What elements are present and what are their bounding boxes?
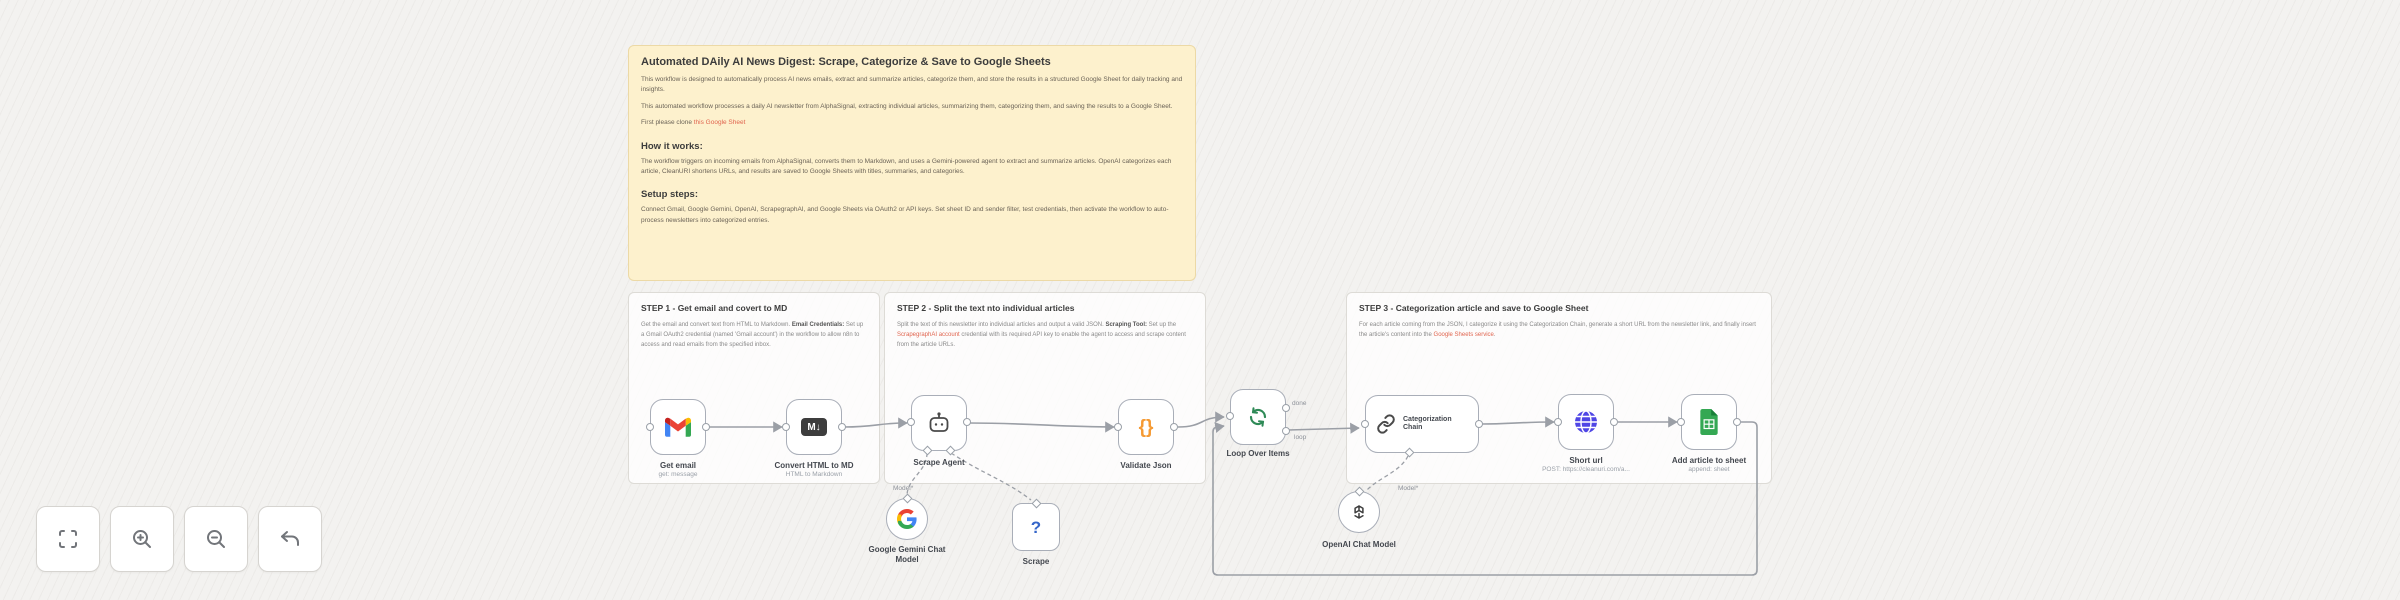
markdown-icon: M↓ <box>801 418 827 436</box>
node-label-gemini: Google Gemini Chat Model <box>868 545 946 564</box>
zoom-to-fit-icon <box>59 530 77 548</box>
setup-steps-body: Connect Gmail, Google Gemini, OpenAI, Sc… <box>641 206 1169 224</box>
node-get-email[interactable] <box>646 399 710 455</box>
loop-icon <box>1249 407 1267 427</box>
input-port[interactable] <box>646 423 654 431</box>
note-paragraph-3: First please clone this Google Sheet <box>641 119 746 127</box>
step1-body: Get the email and convert text from HTML… <box>641 322 864 348</box>
input-port[interactable] <box>1226 412 1234 420</box>
node-short-url[interactable] <box>1554 394 1618 450</box>
sticky-note-step1[interactable]: STEP 1 - Get email and covert to MD Get … <box>628 292 880 484</box>
chain-icon <box>1377 414 1395 434</box>
node-label-validate-json: Validate Json <box>1120 461 1172 470</box>
output-port-done[interactable] <box>1282 404 1290 412</box>
sticky-note-overview[interactable]: Automated DAily AI News Digest: Scrape, … <box>628 45 1196 281</box>
node-sub-convert: HTML to Markdown <box>785 471 843 478</box>
step3-title: STEP 3 - Categorization article and save… <box>1359 303 1589 313</box>
input-port[interactable] <box>1677 418 1685 426</box>
model-connection-label: Model* <box>893 485 914 492</box>
node-loop-over-items[interactable] <box>1226 389 1290 445</box>
google-sheet-link[interactable]: this Google Sheet <box>693 119 746 127</box>
node-sub-short-url: POST: https://cleanuri.com/a... <box>1542 466 1630 473</box>
node-label-loop: Loop Over Items <box>1226 449 1290 458</box>
node-label-convert: Convert HTML to MD <box>774 461 854 470</box>
node-label-get-email: Get email <box>659 461 697 470</box>
how-it-works-heading: How it works: <box>641 140 703 152</box>
setup-steps-heading: Setup steps: <box>641 189 699 201</box>
input-port[interactable] <box>1361 420 1369 428</box>
node-google-gemini-chat-model[interactable] <box>886 493 928 540</box>
chain-node-title: Categorization Chain <box>1403 415 1452 431</box>
note-paragraph-1: This workflow is designed to automatical… <box>641 76 1183 94</box>
output-port[interactable] <box>702 423 710 431</box>
node-label-short-url: Short url <box>1569 456 1603 465</box>
output-port[interactable] <box>1475 420 1483 428</box>
input-port[interactable] <box>782 423 790 431</box>
braces-icon: {} <box>1138 416 1154 438</box>
model-connection-label: Model* <box>1398 485 1419 492</box>
gmail-icon <box>665 417 691 437</box>
zoom-out-icon <box>207 530 225 548</box>
robot-icon <box>929 412 949 432</box>
output-port[interactable] <box>1733 418 1741 426</box>
node-convert-html-to-md[interactable]: M↓ <box>782 399 846 455</box>
input-port[interactable] <box>1554 418 1562 426</box>
note-paragraph-2: This automated workflow processes a dail… <box>641 102 1173 110</box>
node-label-unknown-tool: Scrape <box>1022 557 1050 566</box>
output-port[interactable] <box>963 418 971 426</box>
step3-body: For each article coming from the JSON, I… <box>1359 322 1756 338</box>
scrapegraph-account-link[interactable]: ScrapegraphAI account <box>897 331 960 338</box>
zoom-out-button[interactable] <box>184 506 248 572</box>
undo-icon <box>281 531 299 546</box>
openai-icon <box>1354 505 1364 519</box>
node-label-openai: OpenAI Chat Model <box>1322 540 1396 549</box>
node-openai-chat-model[interactable] <box>1338 486 1380 533</box>
node-scrape-agent[interactable] <box>907 395 971 456</box>
question-mark-icon: ? <box>1030 517 1042 537</box>
node-label-scrape-agent: Scrape Agent <box>913 458 965 467</box>
google-sheets-icon <box>1700 409 1718 435</box>
done-connection-label: done <box>1292 400 1307 407</box>
step2-body: Split the text of this newsletter into i… <box>897 322 1186 348</box>
output-port-loop[interactable] <box>1282 427 1290 435</box>
note-title: Automated DAily AI News Digest: Scrape, … <box>641 56 1051 68</box>
canvas-controls <box>36 506 322 572</box>
zoom-in-icon <box>133 530 151 548</box>
globe-icon <box>1575 410 1597 434</box>
node-unknown-tool[interactable]: ? <box>1012 498 1060 551</box>
output-port[interactable] <box>838 423 846 431</box>
output-port[interactable] <box>1610 418 1618 426</box>
input-port[interactable] <box>907 418 915 426</box>
node-sub-add-sheet: append: sheet <box>1688 466 1730 473</box>
node-categorization-chain[interactable]: Categorization Chain <box>1361 395 1483 458</box>
input-port[interactable] <box>1114 423 1122 431</box>
step1-title: STEP 1 - Get email and covert to MD <box>641 303 788 313</box>
zoom-in-button[interactable] <box>110 506 174 572</box>
node-sub-get-email: get: message <box>658 471 698 478</box>
node-validate-json[interactable]: {} <box>1114 399 1178 455</box>
how-it-works-body: The workflow triggers on incoming emails… <box>641 157 1172 175</box>
undo-button[interactable] <box>258 506 322 572</box>
loop-connection-label: loop <box>1294 434 1307 441</box>
output-port[interactable] <box>1170 423 1178 431</box>
google-sheets-service-link[interactable]: Google Sheets service <box>1433 331 1494 338</box>
google-g-icon <box>897 509 917 529</box>
node-label-add-sheet: Add article to sheet <box>1671 456 1747 465</box>
step2-title: STEP 2 - Split the text nto individual a… <box>897 303 1075 313</box>
zoom-to-fit-button[interactable] <box>36 506 100 572</box>
node-add-article-to-sheet[interactable] <box>1677 394 1741 450</box>
